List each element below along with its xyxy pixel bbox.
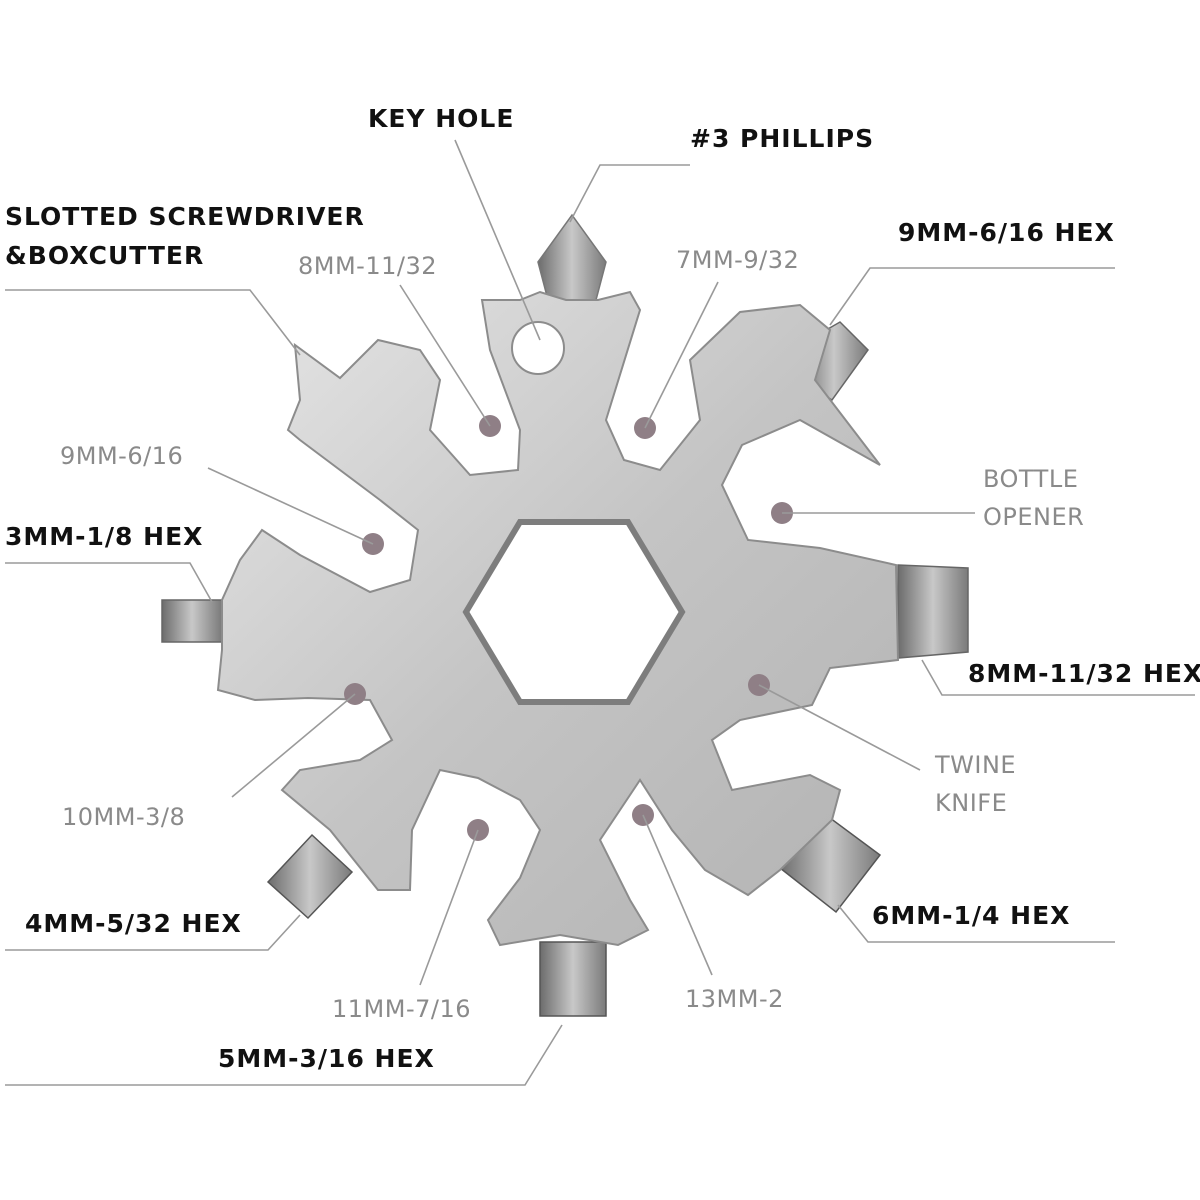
hex-bit-5mm bbox=[539, 941, 607, 1017]
label-13mm-wrench: 13MM-2 bbox=[685, 985, 784, 1013]
leader-9mm-hex bbox=[829, 267, 1115, 326]
label-8mm-hex: 8MM-11/32 HEX bbox=[968, 659, 1200, 688]
label-twine-line1: TWINE bbox=[934, 751, 1016, 779]
leader-7mm-wrench bbox=[644, 281, 719, 429]
leader-phillips bbox=[569, 164, 690, 223]
leader-9mm-wrench bbox=[207, 467, 374, 545]
label-9mm-wrench: 9MM-6/16 bbox=[60, 442, 183, 470]
label-slotted-line1: SLOTTED SCREWDRIVER bbox=[5, 202, 365, 231]
leader-13mm-wrench bbox=[642, 814, 713, 976]
label-8mm-wrench: 8MM-11/32 bbox=[298, 252, 437, 280]
label-slotted-line2: &BOXCUTTER bbox=[5, 241, 204, 270]
label-6mm-hex: 6MM-1/4 HEX bbox=[872, 901, 1070, 930]
leader-6mm-hex bbox=[837, 904, 1115, 943]
label-10mm-wrench: 10MM-3/8 bbox=[62, 803, 185, 831]
label-3mm-hex: 3MM-1/8 HEX bbox=[5, 522, 203, 551]
leader-3mm-hex bbox=[5, 562, 213, 603]
label-5mm-hex: 5MM-3/16 HEX bbox=[218, 1044, 435, 1073]
leader-10mm-wrench bbox=[231, 693, 356, 798]
label-bottle-line1: BOTTLE bbox=[983, 465, 1078, 493]
label-bottle-line2: OPENER bbox=[983, 503, 1084, 531]
hex-bit-4mm bbox=[266, 833, 354, 920]
label-4mm-hex: 4MM-5/32 HEX bbox=[25, 909, 242, 938]
snowflake-tool-body bbox=[161, 213, 969, 1017]
labels: KEY HOLE #3 PHILLIPS SLOTTED SCREWDRIVER… bbox=[5, 104, 1200, 1073]
leader-8mm-hex bbox=[921, 659, 1195, 696]
label-7mm-wrench: 7MM-9/32 bbox=[676, 246, 799, 274]
hex-bit-3mm bbox=[161, 599, 223, 643]
leader-8mm-wrench bbox=[399, 284, 491, 427]
leader-lines bbox=[5, 139, 1195, 1086]
leader-4mm-hex bbox=[5, 914, 301, 951]
center-hex-hole bbox=[462, 519, 686, 705]
label-11mm-wrench: 11MM-7/16 bbox=[332, 995, 471, 1023]
label-key-hole: KEY HOLE bbox=[368, 104, 514, 133]
hex-bit-8mm bbox=[897, 564, 969, 659]
leader-11mm-wrench bbox=[419, 829, 479, 986]
leader-twine bbox=[758, 684, 921, 771]
leader-key-hole bbox=[454, 139, 541, 341]
phillips-bit bbox=[537, 213, 607, 301]
key-hole bbox=[511, 321, 565, 375]
leader-slotted bbox=[5, 289, 301, 356]
label-phillips: #3 PHILLIPS bbox=[690, 124, 874, 153]
leader-5mm-hex bbox=[5, 1024, 563, 1086]
label-twine-line2: KNIFE bbox=[935, 789, 1007, 817]
label-9mm-hex: 9MM-6/16 HEX bbox=[898, 218, 1115, 247]
